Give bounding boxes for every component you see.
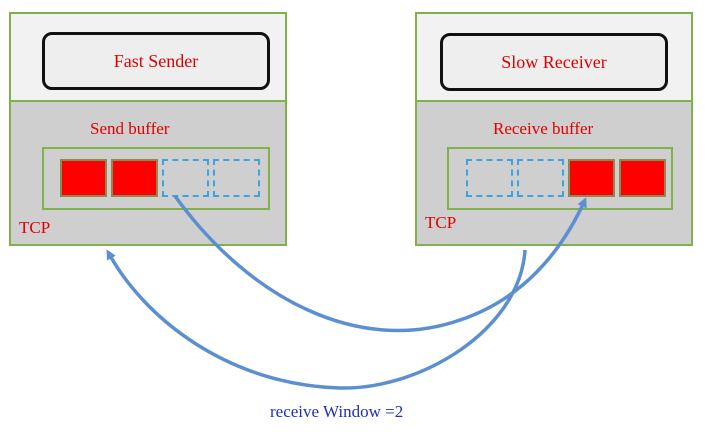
send-buffer-slot-4 xyxy=(213,159,260,197)
fast-sender-label: Fast Sender xyxy=(113,50,199,71)
sender-host: Fast Sender Send buffer TCP xyxy=(9,12,287,246)
send-buffer-slot-2 xyxy=(111,159,158,197)
receive-buffer-slot-1 xyxy=(466,159,513,197)
slow-receiver-label: Slow Receiver xyxy=(501,51,607,72)
window-advertisement-arrow xyxy=(106,249,527,390)
receive-buffer-slot-4 xyxy=(619,159,666,197)
receive-buffer-label: Receive buffer xyxy=(493,119,594,138)
receiver-tcp-label: TCP xyxy=(425,213,457,232)
send-buffer xyxy=(42,147,270,210)
sender-tcp-label: TCP xyxy=(19,218,51,237)
receive-buffer xyxy=(447,147,673,210)
fast-sender-box: Fast Sender xyxy=(42,32,270,90)
receive-window-label: receive Window =2 xyxy=(270,402,404,421)
data-flow-arrow xyxy=(173,194,587,333)
receiver-host: Slow Receiver Receive buffer TCP xyxy=(415,12,693,246)
send-buffer-slot-1 xyxy=(60,159,107,197)
send-buffer-slot-3 xyxy=(162,159,209,197)
receive-buffer-slot-2 xyxy=(517,159,564,197)
receive-buffer-slot-3 xyxy=(568,159,615,197)
slow-receiver-box: Slow Receiver xyxy=(440,33,668,91)
send-buffer-label: Send buffer xyxy=(90,119,170,138)
